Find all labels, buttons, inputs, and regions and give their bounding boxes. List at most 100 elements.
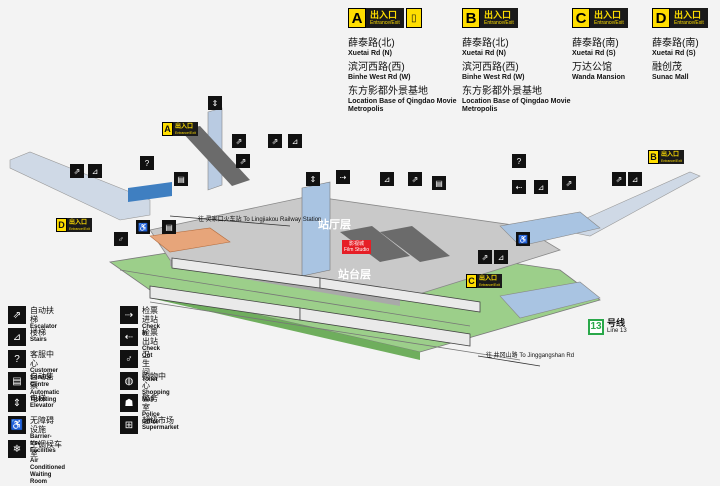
tag-label-en: Entrance/Exit [661, 158, 682, 163]
exit-b-destinations: 薛泰路(北) Xuetai Rd (N) 滨河西路(西) Binhe West … [462, 38, 592, 114]
exit-label-en: Entrance/Exit [594, 20, 624, 26]
exit-a-destinations: 薛泰路(北) Xuetai Rd (N) 滨河西路(西) Binhe West … [348, 38, 478, 114]
train-lower [149, 285, 471, 347]
legend-label-en: Customer Service Centre [30, 368, 59, 388]
walkway-west [9, 151, 151, 221]
destination-en: Xuetai Rd (N) [462, 50, 506, 57]
exit-letter: A [348, 8, 366, 28]
legend-label-zh: 自动扶梯 [30, 306, 54, 324]
exit-label-en: Entrance/Exit [484, 20, 514, 26]
waiting-room-icon: ❄ [8, 440, 26, 458]
exit-a-info: A 出入口 Entrance/Exit ▯ 薛泰路(北) Xuetai Rd (… [348, 8, 478, 118]
legend-label-en: Check in [142, 324, 161, 337]
destination-en: Wanda Mansion [572, 74, 626, 81]
train-car [319, 277, 481, 313]
accessibility-icon: ♿ [8, 416, 26, 434]
police-icon: ☗ [120, 394, 138, 412]
exit-d-badge: D 出入口 Entrance/Exit [652, 8, 718, 28]
legend-label-zh: 警务室 [142, 394, 158, 412]
destination-zh: 滨河西路(西) [462, 62, 519, 73]
destination-en: Xuetai Rd (N) [348, 50, 392, 57]
escalator-icon: ⇗ [562, 176, 576, 190]
destination-zh: 薛泰路(南) [572, 38, 619, 49]
exit-label: 出入口 Entrance/Exit [670, 8, 708, 28]
platform-label: 站台层 [338, 269, 371, 281]
legend-label-en: Barrier-free Facilities [30, 434, 56, 454]
escalator-icon: ⇗ [478, 250, 492, 264]
exit-c-info: C 出入口 Entrance/Exit 薛泰路(南) Xuetai Rd (S)… [572, 8, 648, 86]
stairs-icon: ⊿ [628, 172, 642, 186]
destination-zh: 融创茂 [652, 62, 682, 73]
walkway-east [559, 171, 701, 237]
train-upper [171, 257, 481, 313]
elevator-icon: ⇕ [8, 394, 26, 412]
destination-zh: 滨河西路(西) [348, 62, 405, 73]
exit-label-zh: 出入口 [594, 10, 622, 20]
stairs-icon: ⊿ [380, 172, 394, 186]
station-name-tag: 影视城 Film Studio [342, 240, 372, 254]
legend-label-zh: 电梯 [30, 394, 46, 403]
destination-zh: 东方影都外景基地 [462, 86, 542, 97]
escalator-mid-1 [340, 226, 410, 262]
destination-en: Sunac Mall [652, 74, 689, 81]
tag-letter: C [466, 274, 477, 288]
exit-label-zh: 出入口 [674, 10, 702, 20]
service-box [128, 182, 172, 202]
direction-lower-en: To Jinggangshan Rd [519, 353, 575, 359]
legend-label-en: Elevator [30, 403, 54, 409]
exit-d-destinations: 薛泰路(南) Xuetai Rd (S) 融创茂 Sunac Mall [652, 38, 718, 82]
exit-label: 出入口 Entrance/Exit [480, 8, 518, 28]
tag-label-zh: 出入口 [479, 275, 498, 282]
destination-zh: 薛泰路(北) [348, 38, 395, 49]
direction-arrow-upper [169, 215, 291, 227]
escalator-icon: ⇗ [70, 164, 84, 178]
direction-upper: 往 灵家口火车站 To Lingjiakou Railway Station [198, 214, 321, 223]
ticket-machine-icon: ▤ [174, 172, 188, 186]
escalator-icon: ⇗ [236, 154, 250, 168]
concourse-label: 站厅层 [318, 219, 351, 231]
exit-b-info: B 出入口 Entrance/Exit 薛泰路(北) Xuetai Rd (N)… [462, 8, 592, 118]
legend-label-zh: 检票出站 [142, 328, 158, 346]
legend-label-en: Toilet [142, 377, 158, 383]
escalator-icon: ⇗ [612, 172, 626, 186]
exit-a-badge: A 出入口 Entrance/Exit ▯ [348, 8, 478, 28]
direction-arrow-lower [477, 355, 541, 367]
escalator-a [180, 126, 250, 186]
ticket-machine-icon: ▤ [162, 220, 176, 234]
escalator-icon: ⇗ [268, 134, 282, 148]
destination-zh: 薛泰路(北) [462, 38, 509, 49]
escalator-icon: ⇗ [232, 134, 246, 148]
line-name: 号线 Line 13 [607, 318, 627, 335]
exit-letter: B [462, 8, 480, 28]
exit-letter: D [652, 8, 670, 28]
elevator-icon: ⇕ [306, 172, 320, 186]
destination-en: Xuetai Rd (S) [652, 50, 696, 57]
stairs-icon: ⊿ [288, 134, 302, 148]
customer-service-icon: ? [140, 156, 154, 170]
line-13-badge: 13 号线 Line 13 [588, 318, 627, 335]
accessibility-icon: ♿ [136, 220, 150, 234]
legend-label-zh: 卫生间 [142, 350, 150, 377]
legend-label-en: Police Office [142, 412, 160, 425]
exit-c-destinations: 薛泰路(南) Xuetai Rd (S) 万达公馆 Wanda Mansion [572, 38, 648, 82]
legend-label-zh: 购物中心 [142, 372, 166, 390]
exit-d-info: D 出入口 Entrance/Exit 薛泰路(南) Xuetai Rd (S)… [652, 8, 718, 86]
customer-service-icon: ? [512, 154, 526, 168]
stairs-icon: ⊿ [534, 180, 548, 194]
destination-en: Binhe West Rd (W) [348, 74, 411, 81]
exit-b-badge: B 出入口 Entrance/Exit [462, 8, 592, 28]
legend-label-zh: 超级市场 [142, 416, 174, 425]
legend-label-zh: 客服中心 [30, 350, 54, 368]
elevator-shaft [301, 181, 331, 277]
supermarket-icon: ⊞ [120, 416, 138, 434]
ticket-machine-icon: ▤ [8, 372, 26, 390]
